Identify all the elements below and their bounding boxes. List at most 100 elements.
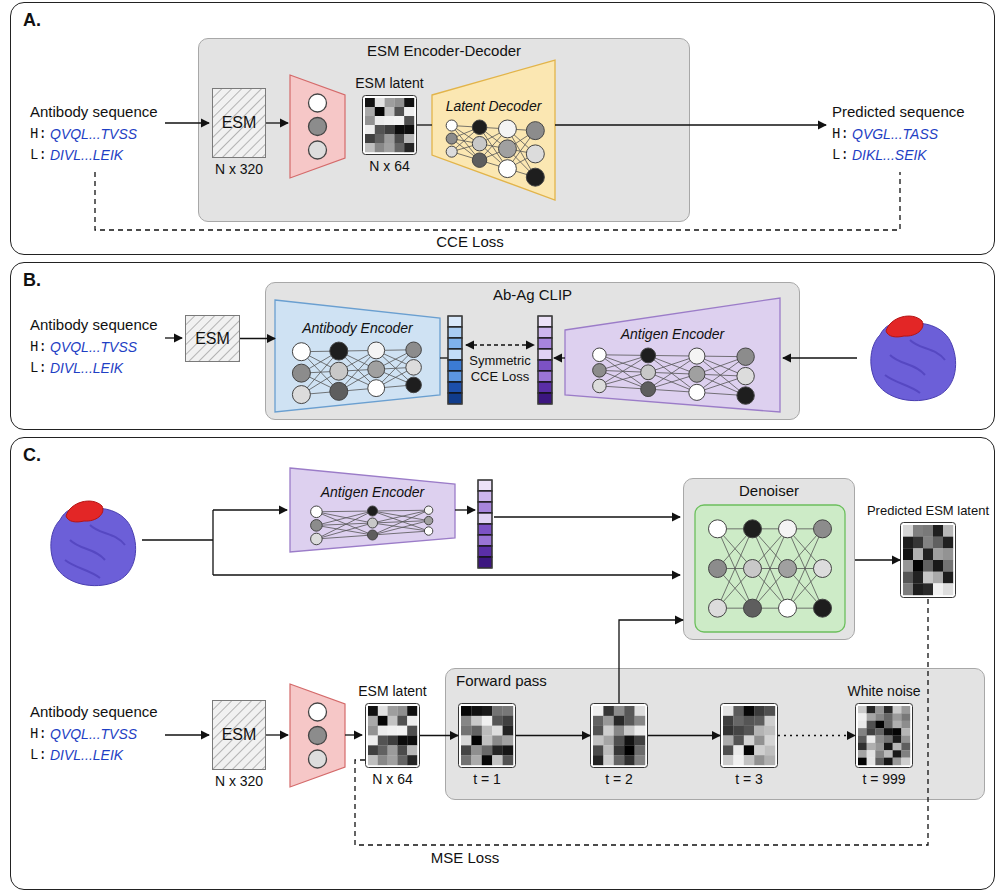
art-rect xyxy=(624,755,635,765)
art-rect xyxy=(471,745,482,755)
art-rect xyxy=(394,116,404,125)
module-box: Forward passt = 1t = 2t = 3White noiset … xyxy=(445,668,985,800)
art-rect xyxy=(893,758,902,766)
art-circle xyxy=(292,343,310,361)
art-rect xyxy=(378,736,388,746)
art-rect xyxy=(923,572,933,584)
art-circle xyxy=(311,506,323,518)
art-rect xyxy=(884,721,893,729)
art-circle xyxy=(641,365,656,380)
art-rect xyxy=(695,505,845,632)
art-rect xyxy=(503,745,514,755)
art-rect xyxy=(933,572,943,584)
art-circle xyxy=(424,506,432,514)
art-rect xyxy=(593,736,604,746)
block-label: ESM xyxy=(212,88,266,158)
noisy-latent: t = 2 xyxy=(590,703,648,768)
art-rect xyxy=(884,758,893,766)
art-rect xyxy=(213,701,266,770)
art-polygon xyxy=(565,298,780,412)
art-rect xyxy=(913,537,923,549)
art-rect xyxy=(482,716,493,726)
art-rect xyxy=(378,726,388,736)
art-rect xyxy=(404,98,414,107)
matrix-grid xyxy=(590,703,648,768)
art-rect xyxy=(385,125,395,134)
art-rect xyxy=(603,706,614,716)
art-line xyxy=(373,531,429,535)
art-rect xyxy=(943,583,953,595)
art-rect xyxy=(593,716,604,726)
art-circle xyxy=(446,146,457,157)
art-rect xyxy=(901,750,910,758)
art-rect xyxy=(721,704,778,768)
art-circle xyxy=(709,599,727,617)
art-rect xyxy=(903,537,913,549)
art-circle xyxy=(406,377,422,393)
art-rect xyxy=(858,721,867,729)
art-circle xyxy=(472,120,486,134)
art-rect xyxy=(385,116,395,125)
art-rect xyxy=(363,96,417,155)
art-rect xyxy=(603,736,614,746)
art-rect xyxy=(378,706,388,716)
art-rect xyxy=(471,706,482,716)
module-box: Ab-Ag CLIPAntibody EncoderAntigen Encode… xyxy=(265,282,800,420)
art-rect xyxy=(492,745,503,755)
sequence-text: DIVL...LEIK xyxy=(50,147,123,163)
art-rect xyxy=(858,728,867,736)
label-holder: H: xyxy=(30,339,47,355)
art-rect xyxy=(461,716,472,726)
dimension-label: t = 2 xyxy=(605,771,633,788)
trapezoid-outline xyxy=(275,300,440,412)
art-rect xyxy=(744,726,755,736)
art-rect xyxy=(385,107,395,116)
art-rect xyxy=(933,583,943,595)
art-circle xyxy=(330,362,348,380)
label-holder: L: xyxy=(832,147,849,163)
art-circle xyxy=(499,160,517,178)
network-label: Antigen Encoder xyxy=(290,484,455,501)
art-rect xyxy=(471,755,482,765)
art-rect xyxy=(378,745,388,755)
art-circle xyxy=(330,382,348,400)
art-rect xyxy=(933,537,943,549)
art-rect xyxy=(614,726,625,736)
label-holder: L: xyxy=(30,147,47,163)
art-rect xyxy=(375,134,385,143)
art-rect xyxy=(943,572,953,584)
trapezoid-outline xyxy=(565,298,780,412)
art-rect xyxy=(754,716,765,726)
art-rect xyxy=(901,721,910,729)
caption-text: CCE Loss xyxy=(436,233,504,250)
art-rect xyxy=(397,755,407,765)
art-rect xyxy=(943,525,953,537)
art-rect xyxy=(893,736,902,744)
sequence-text: DIVL...LEIK xyxy=(50,747,123,763)
art-rect xyxy=(365,116,375,125)
art-rect xyxy=(397,726,407,736)
art-rect xyxy=(482,755,493,765)
art-line xyxy=(316,511,372,539)
art-circle xyxy=(641,348,656,363)
panel-letter: A. xyxy=(23,10,982,31)
art-rect xyxy=(378,716,388,726)
art-rect xyxy=(365,98,375,107)
art-rect xyxy=(875,706,884,714)
dimension-label: N x 320 xyxy=(215,773,263,790)
art-rect xyxy=(754,755,765,765)
esm-block: ESMN x 320 xyxy=(212,88,266,158)
label-holder: Symmetric CCE Loss xyxy=(460,353,540,385)
art-rect xyxy=(368,745,378,755)
art-rect xyxy=(397,745,407,755)
art-rect xyxy=(893,706,902,714)
label-holder: L: xyxy=(30,360,47,376)
art-rect xyxy=(614,706,625,716)
art-rect xyxy=(471,726,482,736)
art-rect xyxy=(385,143,395,152)
chain-tag: H: xyxy=(30,726,47,742)
art-rect xyxy=(733,716,744,726)
esm-block: ESM xyxy=(185,315,240,362)
latent-matrix: Predicted ESM latent xyxy=(900,522,956,598)
label-holder: DIVL...LEIK xyxy=(50,360,123,376)
